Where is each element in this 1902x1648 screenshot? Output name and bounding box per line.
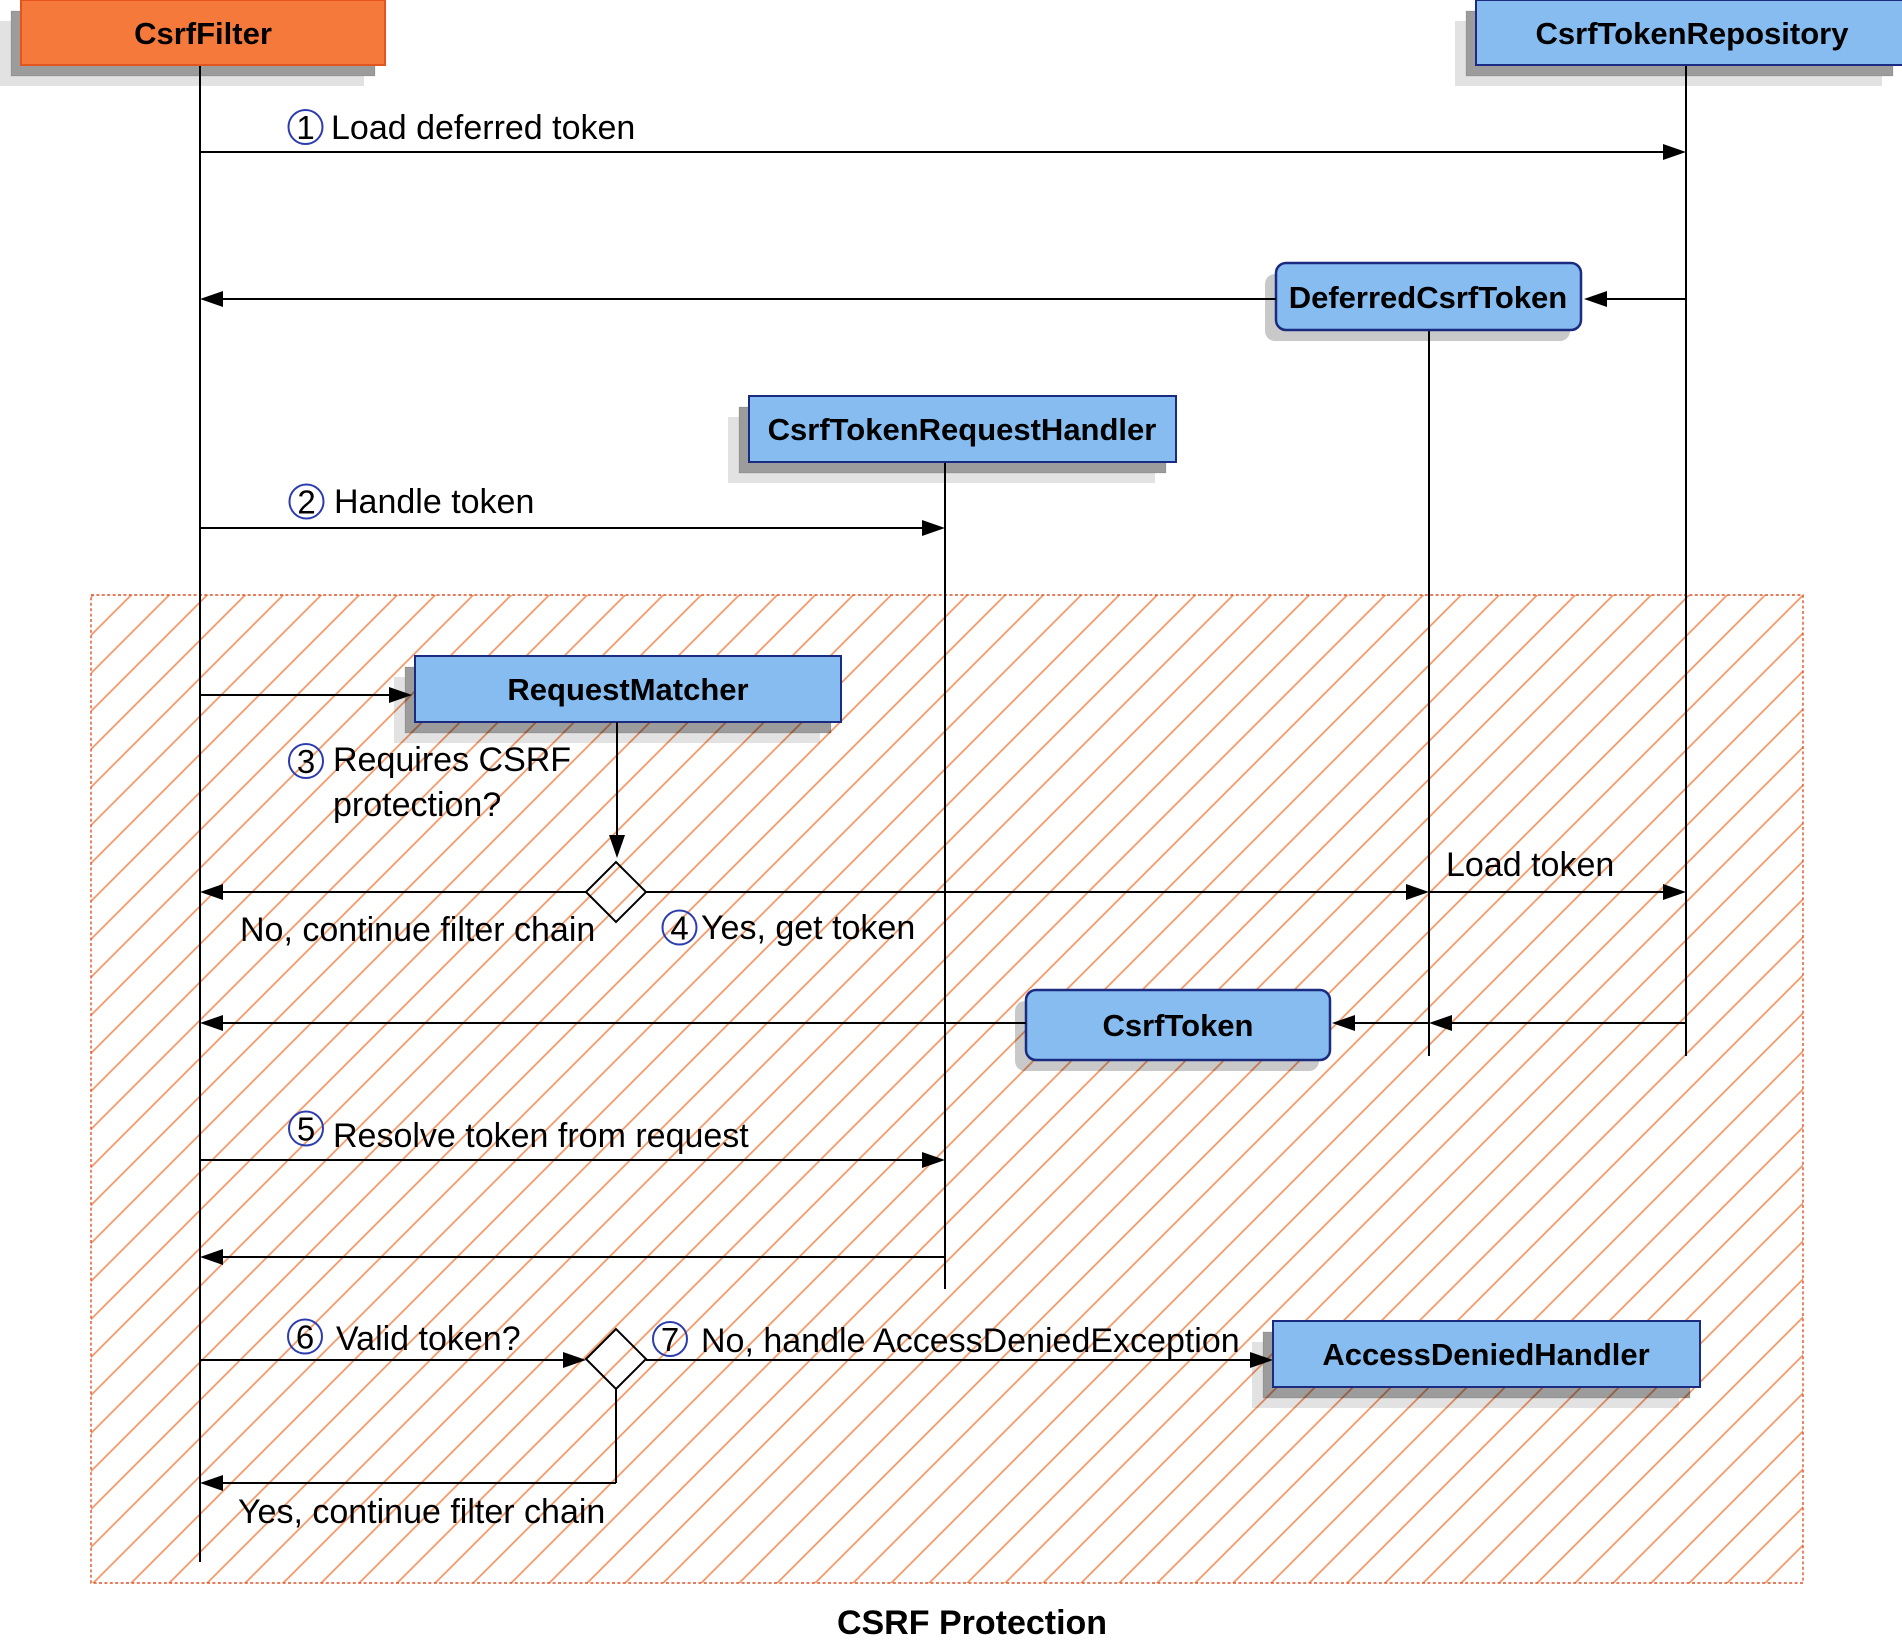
svg-text:AccessDeniedHandler: AccessDeniedHandler <box>1322 1337 1649 1372</box>
svg-text:CsrfTokenRepository: CsrfTokenRepository <box>1536 16 1850 51</box>
svg-text:4: 4 <box>670 910 688 947</box>
svg-text:6: 6 <box>296 1319 314 1356</box>
svg-text:RequestMatcher: RequestMatcher <box>507 672 748 707</box>
svg-text:2: 2 <box>297 484 315 521</box>
svg-text:Valid token?: Valid token? <box>336 1320 521 1358</box>
svg-text:7: 7 <box>661 1321 679 1358</box>
svg-text:Yes, continue filter chain: Yes, continue filter chain <box>238 1493 605 1531</box>
svg-text:Load deferred token: Load deferred token <box>331 109 635 147</box>
svg-text:protection?: protection? <box>333 786 501 824</box>
svg-text:No, handle AccessDeniedExcepti: No, handle AccessDeniedException <box>701 1322 1240 1360</box>
svg-text:CsrfToken: CsrfToken <box>1102 1008 1253 1043</box>
svg-text:Requires CSRF: Requires CSRF <box>333 741 571 779</box>
svg-text:Load token: Load token <box>1446 846 1614 884</box>
svg-text:No, continue filter chain: No, continue filter chain <box>240 911 595 949</box>
svg-text:CSRF Protection: CSRF Protection <box>837 1604 1107 1642</box>
svg-text:CsrfFilter: CsrfFilter <box>134 16 272 51</box>
svg-text:CsrfTokenRequestHandler: CsrfTokenRequestHandler <box>768 412 1157 447</box>
svg-text:Handle token: Handle token <box>334 483 534 521</box>
svg-text:5: 5 <box>297 1111 315 1148</box>
svg-text:DeferredCsrfToken: DeferredCsrfToken <box>1289 280 1568 315</box>
svg-text:Resolve token from request: Resolve token from request <box>333 1117 749 1155</box>
svg-text:Yes, get token: Yes, get token <box>701 909 915 947</box>
svg-text:1: 1 <box>296 109 314 146</box>
svg-text:3: 3 <box>297 743 315 780</box>
